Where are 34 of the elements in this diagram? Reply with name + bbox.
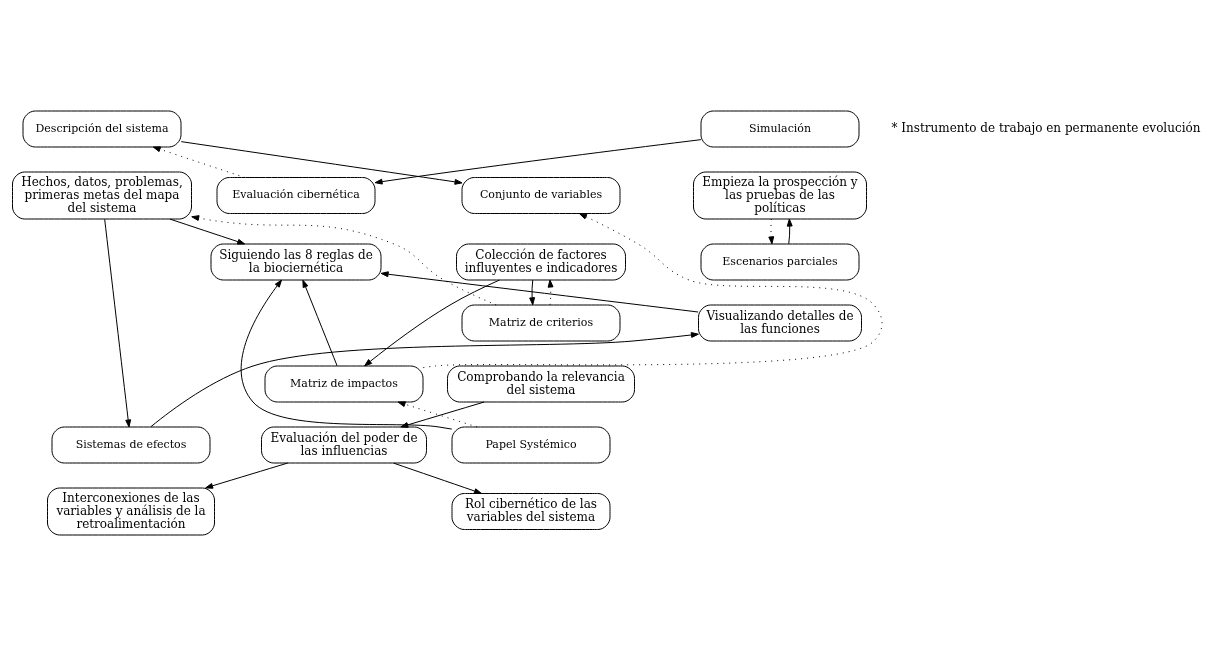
arrow <box>180 140 463 185</box>
arrow <box>393 462 482 494</box>
arrow <box>786 218 793 244</box>
arrow <box>364 279 500 366</box>
arrow <box>205 462 289 489</box>
node-box: Matriz de impactos <box>264 365 424 402</box>
node-box: Hechos, datos, problemas, primeras metas del mapa del sistema <box>12 171 192 219</box>
node-box: Descripción del sistema <box>22 110 182 147</box>
node-box: Empieza la prospección y las pruebas de las políticas <box>693 171 867 219</box>
arrow <box>422 212 883 368</box>
node-box: Siguiendo las 8 reglas de la biociernética <box>210 243 382 280</box>
arrow <box>768 218 775 244</box>
node-box: Matriz de criterios <box>461 304 621 341</box>
node-box: Interconexiones de las variables y análisis de la retroalimentación <box>47 487 215 535</box>
arrow <box>529 279 536 305</box>
arrow <box>169 218 246 245</box>
arrow <box>374 138 702 185</box>
node-box: Colección de factores influyentes e indicadores <box>456 243 626 280</box>
arrow <box>152 145 246 178</box>
node-box: Visualizando detalles de las funciones <box>698 304 862 341</box>
node-box: Evaluación del poder de las influencias <box>261 426 427 463</box>
arrow <box>380 270 699 312</box>
node-box: Conjunto de variables <box>461 176 621 214</box>
node-box: Papel Systémico <box>451 426 611 463</box>
node-box: Comprobando la relevancia del sistema <box>447 365 635 402</box>
arrow <box>191 214 497 305</box>
arrow <box>104 218 132 427</box>
node-box: Evaluación cibernética <box>216 176 376 214</box>
label: * Instrumento de trabajo en permanente evolución <box>891 120 1201 135</box>
node-box: Sistemas de efectos <box>51 426 211 463</box>
node-box: Escenarios parciales <box>700 243 860 280</box>
node-box: Simulación <box>700 110 860 147</box>
arrow <box>302 279 338 366</box>
node-box: Rol cibernético de las variables del sistema <box>451 492 611 530</box>
